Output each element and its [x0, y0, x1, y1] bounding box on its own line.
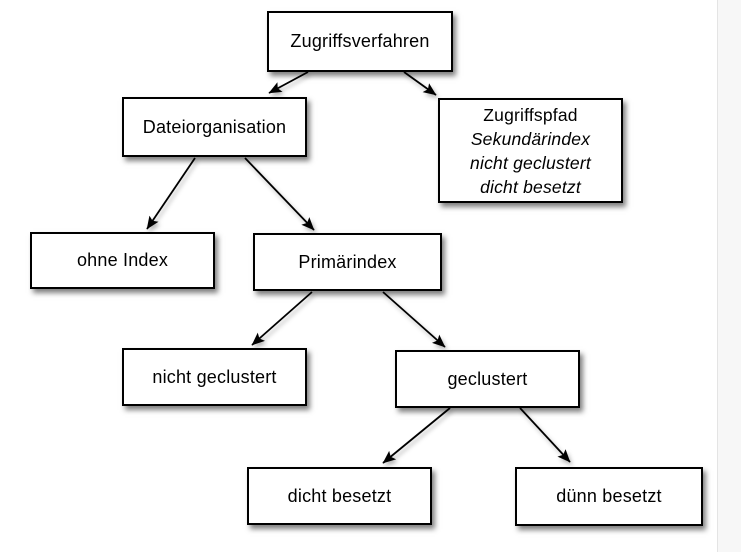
node-nicht-geclustert: nicht geclustert [122, 348, 307, 406]
edge-primaerindex-geclustert [382, 291, 446, 348]
node-label: geclustert [447, 368, 528, 389]
node-zugriffspfad: Zugriffspfad Sekundärindex nicht geclust… [438, 98, 623, 203]
edge-geclustert-duenn-besetzt [519, 407, 571, 463]
node-dateiorganisation: Dateiorganisation [122, 97, 307, 157]
edge-dateiorganisation-primaerindex [244, 157, 315, 231]
node-label: nicht geclustert [152, 366, 277, 387]
node-dicht-besetzt: dicht besetzt [247, 467, 432, 525]
node-label: Dateiorganisation [142, 116, 287, 137]
node-label-line: dicht besetzt [480, 176, 581, 197]
node-label: dünn besetzt [556, 486, 662, 506]
edge-zugriffsverfahren-zugriffspfad [403, 71, 437, 96]
node-label: Primärindex [298, 251, 397, 272]
node-ohne-index: ohne Index [30, 232, 215, 289]
node-label: Zugriffsverfahren [290, 31, 430, 51]
edge-primaerindex-nicht-geclustert [251, 291, 313, 346]
node-primaerindex: Primärindex [253, 233, 442, 291]
node-label-line: Zugriffspfad [483, 104, 578, 125]
node-label: ohne Index [76, 250, 169, 270]
node-duenn-besetzt: dünn besetzt [515, 467, 703, 526]
node-geclustert: geclustert [395, 350, 580, 408]
edge-zugriffsverfahren-dateiorganisation [268, 71, 309, 94]
edge-geclustert-dicht-besetzt [382, 407, 451, 464]
node-label: dicht besetzt [287, 485, 392, 506]
node-zugriffsverfahren: Zugriffsverfahren [267, 11, 453, 72]
node-label-line: Sekundärindex [470, 128, 591, 149]
node-label-line: nicht geclustert [470, 152, 591, 173]
page-edge [717, 0, 741, 552]
edge-dateiorganisation-ohne-index [146, 157, 196, 230]
